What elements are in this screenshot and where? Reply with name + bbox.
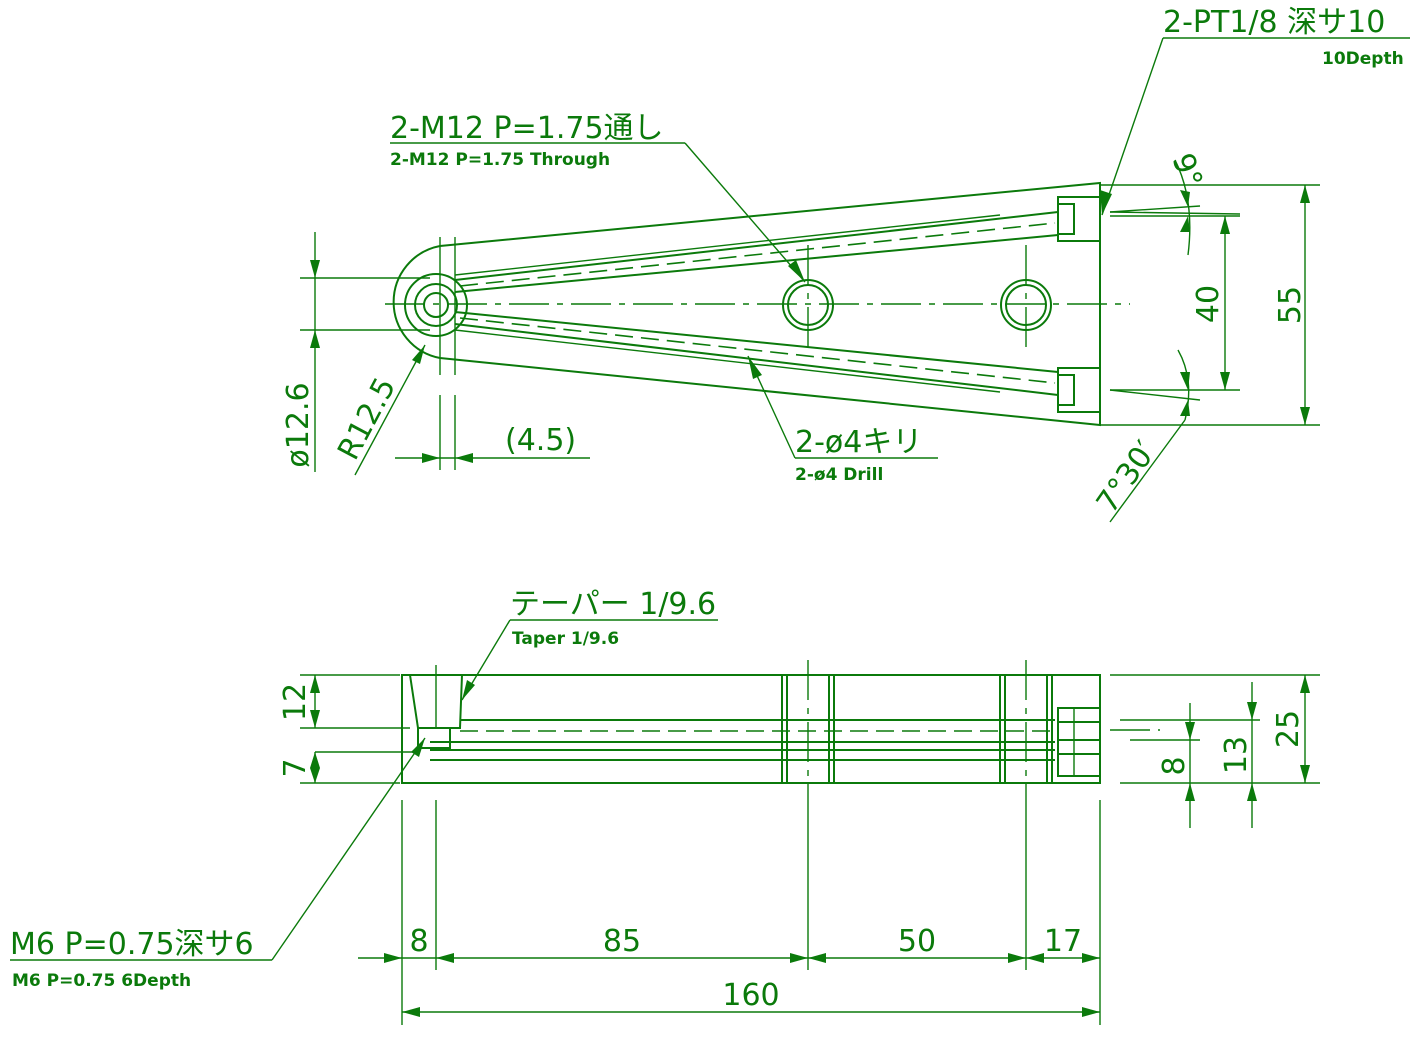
top-view: 2-PT1/8 深サ10 10Depth 2-M12 P=1.75通し 2-M1… [281,5,1410,523]
dim-55: 55 [1100,184,1320,426]
m12-bore-side-2 [999,660,1053,800]
dim-12: 12 [278,674,410,729]
callout-m12: 2-M12 P=1.75通し 2-M12 P=1.75 Through [390,111,806,283]
dim-160-text: 160 [722,978,779,1013]
dim-55-text: 55 [1273,286,1308,324]
dim-8-right: 8 [1120,703,1320,828]
callout-taper-main: テーパー 1/9.6 [510,587,716,622]
dim-angle-top: 9° [1109,149,1241,256]
callout-taper-sub: Taper 1/9.6 [512,629,619,649]
side-view: テーパー 1/9.6 Taper 1/9.6 M6 P=0.75深サ6 M6 P… [10,587,1320,1025]
dim-25-text: 25 [1271,710,1306,748]
dim-dia-text: ø12.6 [281,382,316,467]
callout-m12-main: 2-M12 P=1.75通し [390,111,664,146]
dim-7-text: 7 [278,758,313,777]
callout-m6-main: M6 P=0.75深サ6 [10,927,254,962]
callout-pt-main: 2-PT1/8 深サ10 [1163,5,1385,40]
m12-hole-2 [1000,245,1052,350]
callout-m6-sub: M6 P=0.75 6Depth [12,971,191,991]
pt-port-side [1057,707,1101,777]
callout-pt-sub: 10Depth [1322,49,1404,69]
dim-angle-bottom-text: 7°30′ [1090,435,1164,520]
dim-7: 7 [278,752,400,784]
dim-8-right-text: 8 [1157,756,1192,775]
m12-bore-side-1 [781,660,835,800]
dim-25: 25 [1110,674,1320,783]
dim-50-text: 50 [898,924,936,959]
dim-angle-top-text: 9° [1164,149,1209,193]
pt-port-lower [1057,367,1101,413]
part-outline-top [392,181,1101,427]
dim-radius: R12.5 [331,344,426,476]
dim-160: 160 [402,978,1100,1017]
dim-13: 13 [1120,682,1260,828]
pt-port-upper [1057,196,1101,242]
part-outline-side [401,674,1101,784]
arm-upper [454,211,1059,293]
dim-8-text: 8 [409,924,428,959]
internal-bores [315,719,1055,761]
bottom-extension-lines [401,800,1101,1025]
callout-drill-sub: 2-ø4 Drill [795,465,883,485]
dim-12-text: 12 [278,683,313,721]
m12-hole-1 [782,245,834,350]
dim-40-text: 40 [1191,285,1226,323]
dim-85-text: 85 [603,924,641,959]
pivot-boss [404,273,468,337]
arm-lower [454,311,1059,396]
callout-taper: テーパー 1/9.6 Taper 1/9.6 [461,587,718,701]
dim-radius-text: R12.5 [331,372,403,466]
dim-40: 40 [1110,215,1240,390]
dim-13-text: 13 [1219,736,1254,774]
dim-dia: ø12.6 [281,232,430,472]
callout-m12-sub: 2-M12 P=1.75 Through [390,150,610,170]
callout-drill-main: 2-ø4キリ [795,425,922,460]
dim-chain-row: 8 85 50 17 [358,924,1100,963]
dim-offset-text: (4.5) [505,423,576,458]
dim-offset: (4.5) [395,395,590,470]
dim-17-text: 17 [1044,924,1082,959]
dim-angle-bottom: 7°30′ [1090,349,1240,523]
callout-m6: M6 P=0.75深サ6 M6 P=0.75 6Depth [10,737,426,991]
callout-pt: 2-PT1/8 深サ10 10Depth [1100,5,1410,216]
callout-drill: 2-ø4キリ 2-ø4 Drill [747,355,938,485]
